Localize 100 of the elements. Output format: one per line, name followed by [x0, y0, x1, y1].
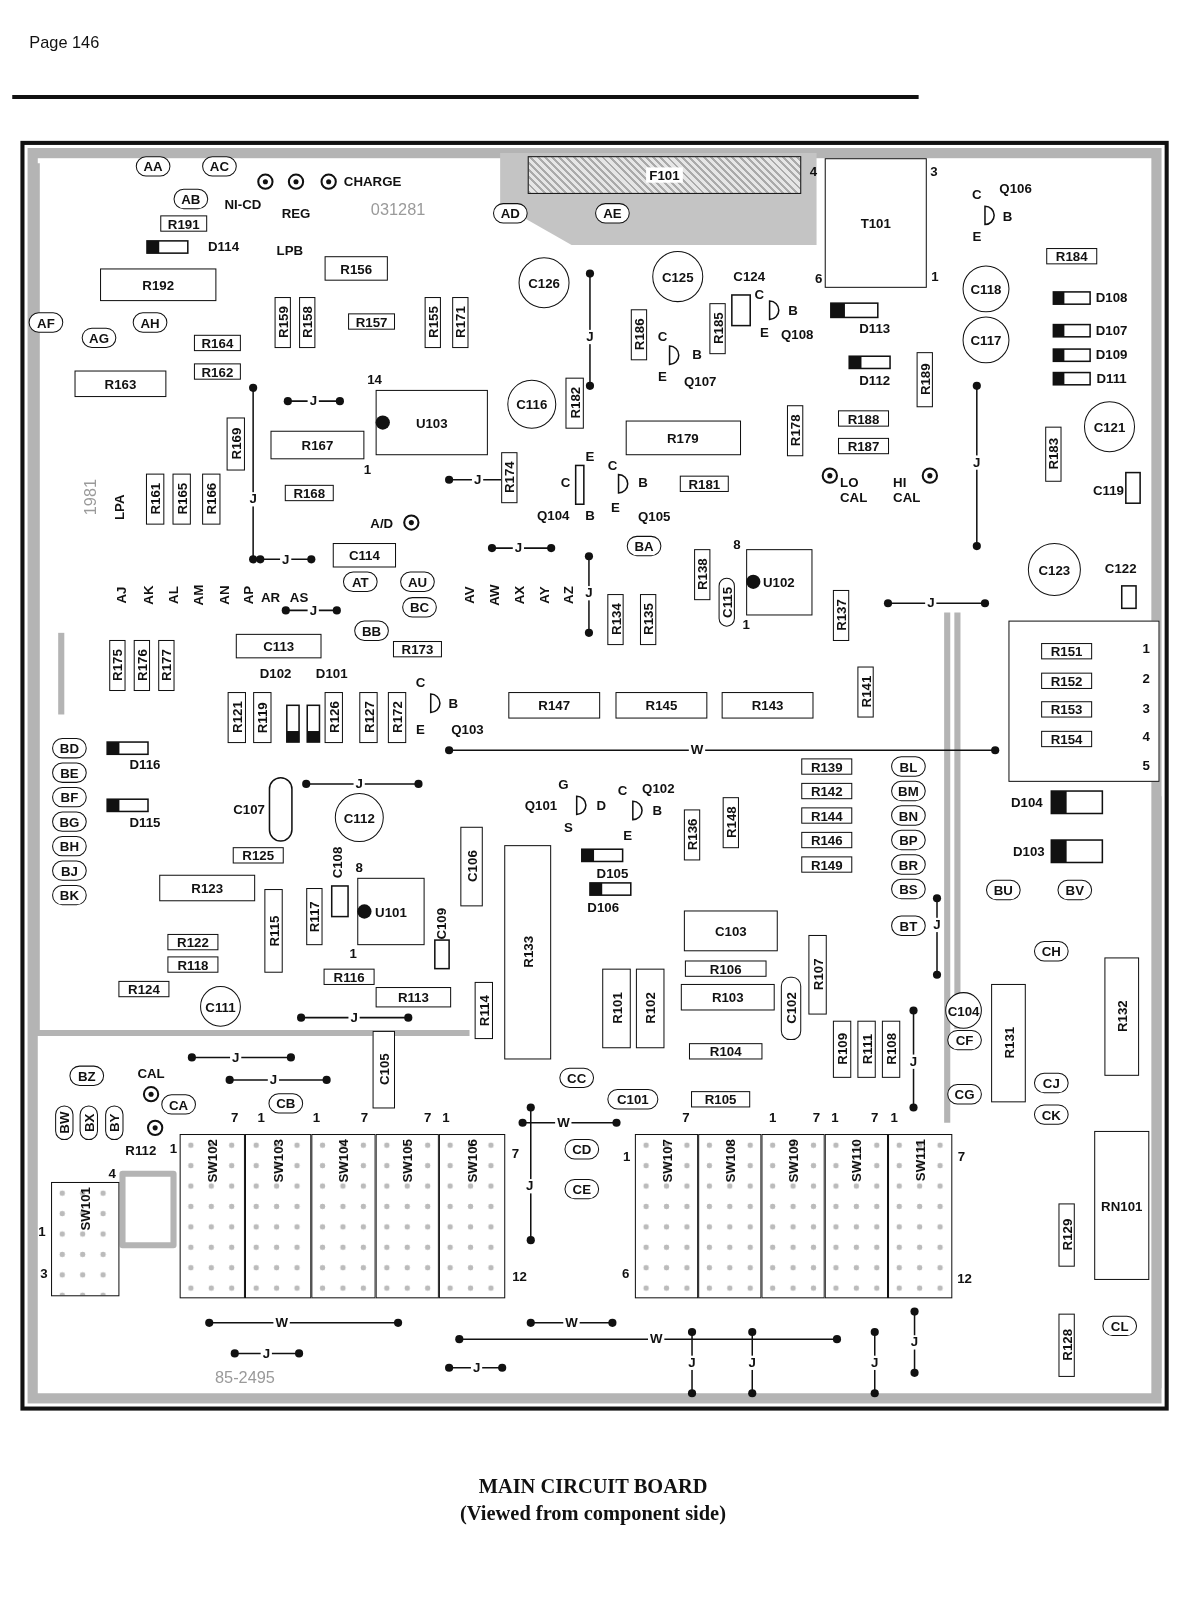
lead-letter: E	[585, 449, 595, 464]
pin-number: 7	[812, 1110, 821, 1125]
resistor-box	[801, 758, 853, 775]
resistor-box	[324, 692, 343, 744]
switch-section	[761, 1134, 825, 1299]
resistor-box	[679, 475, 729, 492]
silkscreen-text: 1981	[82, 478, 100, 516]
part-label: CC	[567, 1071, 587, 1085]
page-number: Page 146	[29, 34, 100, 52]
part-label: D109	[1095, 348, 1128, 363]
resistor-box	[193, 363, 241, 380]
part-label: R166	[204, 483, 218, 515]
pad-label	[55, 1105, 74, 1141]
pin-number: 7	[682, 1110, 690, 1125]
resistor-box	[159, 874, 256, 902]
part-label: C122	[1104, 561, 1137, 576]
resistor-box	[387, 692, 407, 744]
resistor-box	[172, 473, 191, 525]
jumper-label: W	[555, 1115, 572, 1130]
part-label: R141	[858, 676, 873, 708]
pin-number: 6	[622, 1266, 630, 1281]
pin-number: 7	[360, 1110, 369, 1125]
part-label: U103	[415, 415, 448, 430]
jumper-label: J	[908, 1335, 921, 1350]
part-label: C103	[714, 924, 747, 938]
pin-number: 1	[38, 1225, 46, 1239]
resistor-box	[684, 960, 767, 977]
jumper-label: J	[470, 1360, 483, 1375]
part-label: C106	[464, 850, 479, 883]
resistor-box	[838, 437, 890, 455]
part-label: CE	[572, 1182, 591, 1196]
resistor-box	[1045, 426, 1062, 482]
resistor-box	[264, 889, 283, 973]
part-label: R179	[667, 431, 699, 445]
part-label: AY	[538, 586, 552, 604]
part-label: R134	[608, 603, 623, 636]
lead-letter: E	[760, 325, 769, 340]
part-label: R143	[751, 698, 784, 712]
capacitor-box	[235, 633, 322, 659]
part-label: R159	[276, 306, 290, 339]
jumper-label: J	[260, 1346, 273, 1361]
part-label: D106	[587, 900, 620, 915]
part-label: AT	[351, 575, 369, 589]
pad-label	[595, 203, 630, 224]
part-label: R109	[835, 1033, 849, 1066]
part-label: R173	[401, 642, 434, 656]
jumper-label: J	[931, 917, 943, 932]
part-label: BR	[898, 857, 918, 872]
lead-letter: B	[638, 475, 648, 490]
part-label: CK	[1041, 1107, 1061, 1122]
jumper-label: J	[471, 472, 484, 487]
part-label: BL	[899, 759, 918, 774]
resistor-box	[299, 297, 316, 349]
part-label: AH	[140, 315, 160, 330]
test-point-label: CAL	[137, 1066, 165, 1081]
lead-letter: D	[596, 798, 606, 813]
part-label: SW110	[849, 1139, 863, 1182]
jumper-label: J	[247, 492, 259, 507]
resistor-box	[630, 309, 648, 361]
part-label: R147	[538, 698, 571, 712]
part-label: SW111	[913, 1139, 927, 1182]
part-label: LPA	[112, 494, 127, 521]
pin-number: 7	[511, 1146, 520, 1161]
transformer-block	[824, 157, 927, 288]
part-label: R156	[340, 261, 373, 276]
resistor-box	[721, 692, 814, 719]
pin-number: 1	[931, 269, 939, 284]
resistor-box	[991, 983, 1026, 1103]
part-label: R136	[685, 819, 699, 851]
resistor-box	[1041, 730, 1093, 748]
part-label: R111	[859, 1034, 874, 1065]
part-label: AU	[407, 575, 428, 589]
switch-section	[438, 1134, 506, 1299]
part-label: R127	[361, 701, 376, 734]
pad-label	[161, 1094, 196, 1115]
part-label: U102	[762, 575, 795, 589]
resistor-box	[640, 594, 657, 646]
part-label: Q101	[524, 798, 558, 813]
part-label: AR	[260, 591, 281, 606]
part-label: R178	[788, 414, 802, 447]
resistor-box	[625, 420, 741, 456]
resistor-box	[359, 692, 378, 744]
part-label: R132	[1115, 1000, 1129, 1033]
part-label: BS	[899, 882, 918, 896]
pin-number: 5	[1142, 758, 1150, 773]
resistor-box	[801, 782, 853, 800]
part-label: BE	[60, 766, 79, 780]
jumper-label: J	[869, 1355, 881, 1370]
resistor-box	[832, 589, 850, 641]
part-label: AZ	[561, 586, 576, 604]
pin-number: 12	[957, 1272, 972, 1286]
pin-number: 1	[257, 1110, 265, 1125]
pin-number: 14	[367, 372, 382, 387]
lead-letter: C	[657, 329, 668, 344]
part-label: BW	[57, 1111, 71, 1134]
part-label: AK	[142, 585, 156, 605]
part-label: R137	[834, 599, 848, 632]
resistor-box	[202, 473, 221, 525]
part-label: CG	[954, 1087, 975, 1101]
pin-number: 3	[930, 164, 938, 179]
